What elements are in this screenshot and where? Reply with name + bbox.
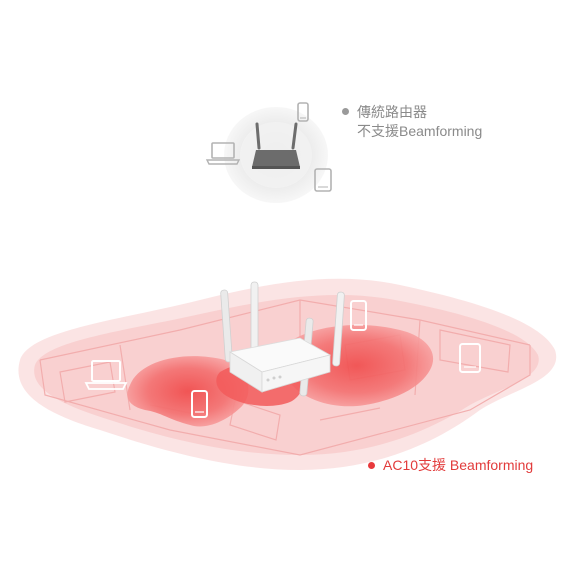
legend-ac10-label: AC10支援 Beamforming: [383, 457, 534, 473]
legend-traditional: 傳統路由器 不支援Beamforming: [342, 103, 482, 141]
beam-right: [280, 325, 434, 407]
tablet-icon: [459, 343, 481, 373]
phone-icon: [297, 102, 309, 122]
phone-icon: [350, 300, 367, 331]
beam-left: [127, 356, 249, 427]
router-icon: [220, 281, 345, 397]
ac10-router-group: [18, 278, 557, 470]
laptop-icon: [205, 142, 241, 165]
traditional-router-group: [205, 102, 332, 203]
legend-ac10: AC10支援 Beamforming: [368, 456, 533, 474]
tablet-icon: [314, 168, 332, 192]
legend-traditional-line2: 不支援Beamforming: [357, 123, 483, 139]
router-icon: [252, 122, 300, 169]
legend-traditional-line1: 傳統路由器: [357, 104, 427, 120]
phone-icon: [191, 390, 208, 418]
legend-dot-red: [368, 462, 375, 469]
laptop-icon: [84, 360, 128, 390]
legend-dot-gray: [342, 108, 349, 115]
